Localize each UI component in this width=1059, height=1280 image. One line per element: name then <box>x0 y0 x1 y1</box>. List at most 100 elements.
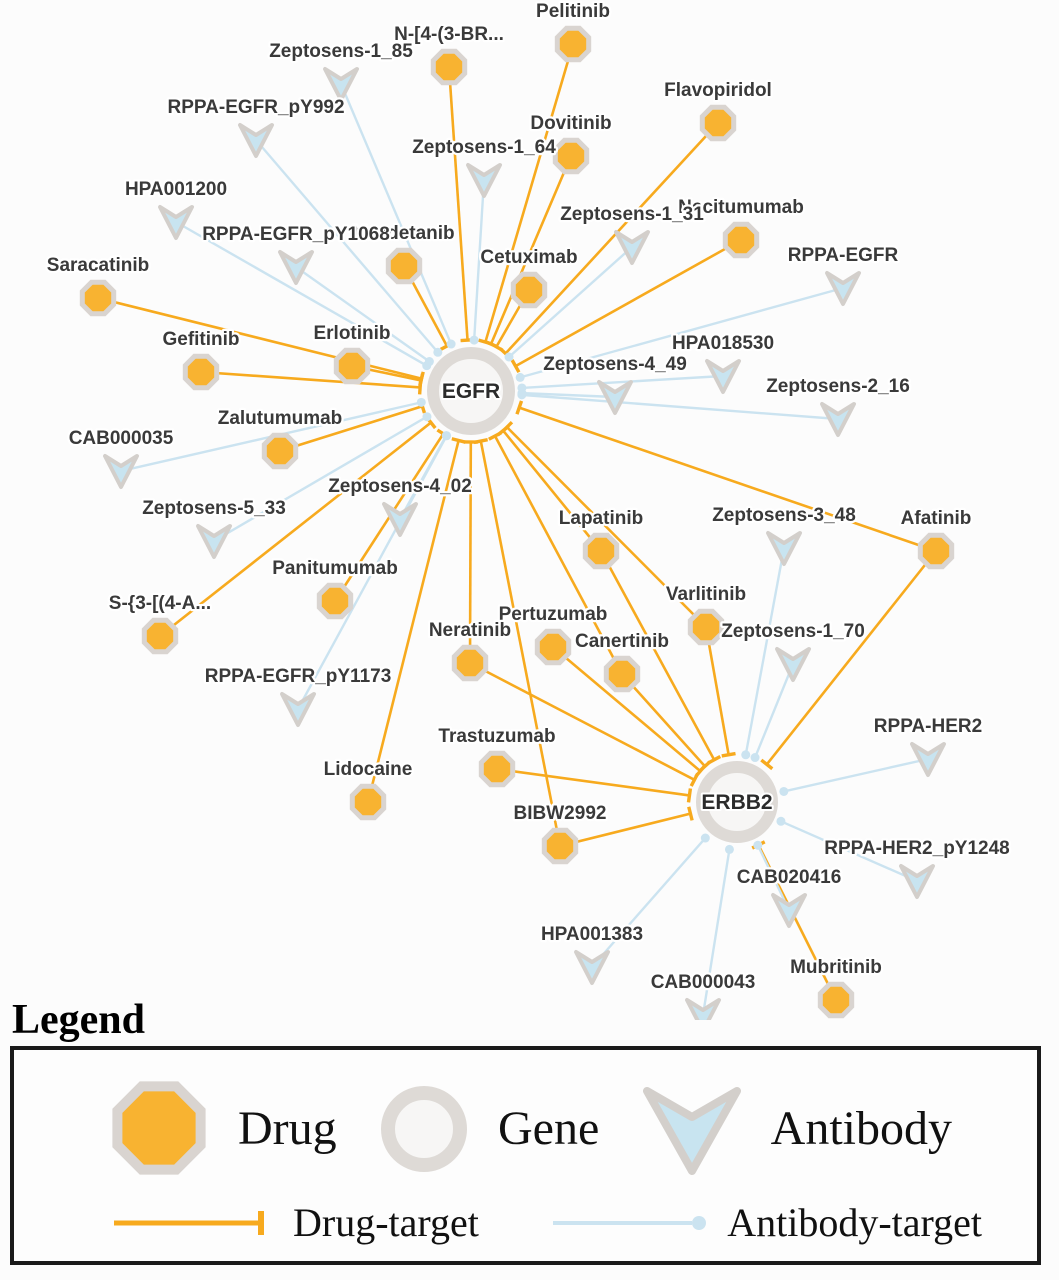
edge-drug-target-varlitinib-egfr <box>506 426 707 628</box>
drug-octagon-icon <box>112 1081 206 1175</box>
drug-node-necitumumab[interactable] <box>722 221 760 259</box>
drug-target-edge-icon <box>114 1210 264 1235</box>
node-label-zeptosens-4-02: Zeptosens-4_02 <box>328 476 472 497</box>
antibody-node-hpa018530[interactable] <box>705 359 741 394</box>
node-label-lidocaine: Lidocaine <box>324 759 413 780</box>
antibody-target-dot-marker <box>517 390 527 400</box>
node-label-panitumumab: Panitumumab <box>272 558 398 579</box>
drug-node-cetuximab[interactable] <box>510 271 548 309</box>
node-label-flavopiridol: Flavopiridol <box>664 80 772 101</box>
antibody-node-zeptosens-3-48[interactable] <box>766 531 802 566</box>
edge-drug-target-zalutumumab-egfr <box>279 405 423 453</box>
drug-node-saracatinib[interactable] <box>79 279 117 317</box>
edge-antibody-target-rppa-her2-erbb2 <box>783 757 929 793</box>
antibody-node-rppa-egfr-py992[interactable] <box>238 123 274 158</box>
edge-antibody-target-rppa-egfr-py992-egfr <box>255 139 439 354</box>
drug-node-panitumumab[interactable] <box>316 582 354 620</box>
legend-antibody-target-label: Antibody-target <box>727 1200 982 1245</box>
drug-node-erlotinib[interactable] <box>333 347 371 385</box>
edge-layer <box>97 43 938 1016</box>
node-label-cetuximab: Cetuximab <box>480 247 577 268</box>
antibody-node-cab000043[interactable] <box>685 998 721 1020</box>
antibody-node-zeptosens-5-33[interactable] <box>196 524 232 559</box>
node-label-mubritinib: Mubritinib <box>790 957 882 978</box>
node-label-hpa018530: HPA018530 <box>672 333 774 354</box>
antibody-target-dot-marker <box>741 750 751 760</box>
antibody-node-zeptosens-4-49[interactable] <box>597 380 633 415</box>
gene-circle-icon <box>381 1085 468 1172</box>
node-label-zeptosens-5-33: Zeptosens-5_33 <box>142 498 286 519</box>
drug-target-tee-marker <box>488 431 502 441</box>
drug-target-tee-marker <box>686 788 693 803</box>
node-label-gefitinib: Gefitinib <box>162 329 239 350</box>
node-label-neratinib: Neratinib <box>429 620 511 641</box>
antibody-node-zeptosens-1-85[interactable] <box>323 67 359 102</box>
node-layer <box>79 25 955 1020</box>
drug-node-s3-4a[interactable] <box>141 617 179 655</box>
edge-antibody-target-zeptosens-4-49-egfr <box>521 391 616 399</box>
drug-target-tee-marker <box>510 359 521 374</box>
drug-node-zalutumumab[interactable] <box>261 432 299 470</box>
legend-item-antibody: Antibody <box>637 1079 952 1179</box>
drug-node-gefitinib[interactable] <box>182 353 220 391</box>
edge-antibody-target-cab000043-erbb2 <box>701 849 731 1016</box>
antibody-node-rppa-her2[interactable] <box>910 742 946 777</box>
edge-drug-target-n4-3br-egfr <box>447 66 469 341</box>
gene-label-egfr: EGFR <box>442 380 500 403</box>
node-label-zeptosens-1-31: Zeptosens-1_31 <box>560 204 704 225</box>
drug-node-n4-3br[interactable] <box>430 48 468 86</box>
drug-target-tee-marker <box>515 400 524 415</box>
drug-node-mubritinib[interactable] <box>817 981 855 1019</box>
antibody-target-dot-marker <box>515 372 525 382</box>
edge-drug-target-neratinib-egfr <box>468 441 473 664</box>
legend-drug-target-label: Drug-target <box>293 1200 479 1245</box>
drug-node-varlitinib[interactable] <box>687 608 725 646</box>
drug-node-neratinib[interactable] <box>451 644 489 682</box>
node-label-zalutumumab: Zalutumumab <box>218 408 343 429</box>
antibody-node-zeptosens-2-16[interactable] <box>820 402 856 437</box>
antibody-target-dot-marker <box>416 397 426 407</box>
antibody-node-hpa001383[interactable] <box>574 950 610 985</box>
edge-antibody-target-zeptosens-3-48-erbb2 <box>744 547 786 756</box>
antibody-target-dot-marker <box>424 357 434 367</box>
antibody-node-hpa001200[interactable] <box>158 205 194 240</box>
antibody-node-rppa-egfr[interactable] <box>825 271 861 306</box>
network-canvas: EGFRERBB2PelitinibN-[4-(3-BR...Dovitinib… <box>46 1 1010 1020</box>
drug-node-bibw2992[interactable] <box>541 827 579 865</box>
edge-drug-target-neratinib-erbb2 <box>469 661 696 781</box>
drug-node-pertuzumab[interactable] <box>534 628 572 666</box>
node-label-canertinib: Canertinib <box>575 631 669 652</box>
drug-target-tee-marker <box>473 438 488 445</box>
drug-node-lapatinib[interactable] <box>582 532 620 570</box>
antibody-target-dot-marker <box>776 816 786 826</box>
antibody-node-rppa-egfr-py1068[interactable] <box>278 250 314 285</box>
drug-node-canertinib[interactable] <box>603 655 641 693</box>
node-label-pertuzumab: Pertuzumab <box>499 604 608 625</box>
antibody-node-zeptosens-4-02[interactable] <box>382 502 418 537</box>
drug-node-vandetanib[interactable] <box>385 247 423 285</box>
drug-target-tee-marker <box>451 437 466 444</box>
drug-node-trastuzumab[interactable] <box>478 750 516 788</box>
gene-node-egfr[interactable] <box>427 347 515 435</box>
drug-node-dovitinib[interactable] <box>552 137 590 175</box>
edge-antibody-target-rppa-egfr-py1173-egfr <box>296 435 448 710</box>
legend-item-drug-target: Drug-target <box>109 1199 479 1246</box>
antibody-node-zeptosens-1-70[interactable] <box>775 647 811 682</box>
antibody-node-rppa-her2-py1248[interactable] <box>899 864 935 899</box>
edge-antibody-target-zeptosens-2-16-egfr <box>521 393 839 421</box>
drug-node-lidocaine[interactable] <box>349 783 387 821</box>
node-label-saracatinib: Saracatinib <box>47 255 149 276</box>
drug-node-flavopiridol[interactable] <box>699 104 737 142</box>
edge-antibody-target-rppa-egfr-egfr <box>519 286 844 379</box>
drug-target-tee-marker <box>417 373 425 388</box>
antibody-node-cab000035[interactable] <box>103 454 139 489</box>
antibody-node-cab020416[interactable] <box>771 893 807 928</box>
antibody-node-zeptosens-1-31[interactable] <box>614 230 650 265</box>
antibody-node-zeptosens-1-64[interactable] <box>466 163 502 198</box>
edge-antibody-target-zeptosens-1-70-erbb2 <box>753 663 795 758</box>
drug-node-pelitinib[interactable] <box>554 25 592 63</box>
edge-drug-target-canertinib-erbb2 <box>621 673 706 768</box>
drug-node-afatinib[interactable] <box>917 532 955 570</box>
gene-node-erbb2[interactable] <box>696 761 778 843</box>
antibody-node-rppa-egfr-py1173[interactable] <box>280 692 316 727</box>
